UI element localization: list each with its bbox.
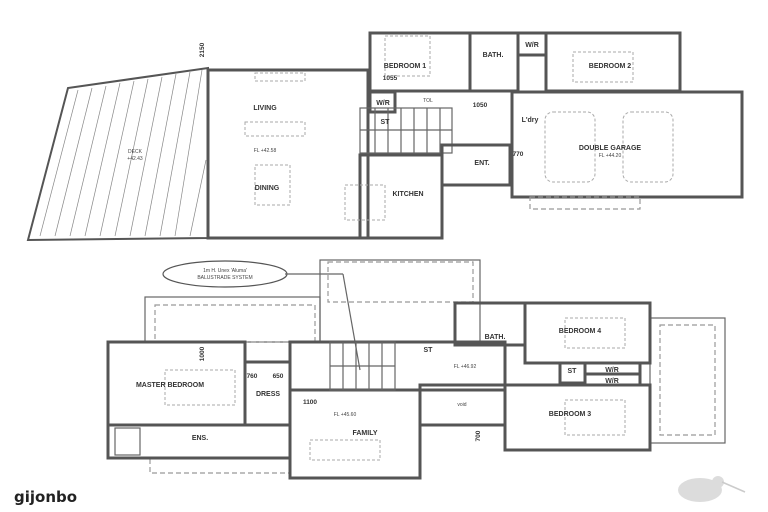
- store-1-label: ST: [424, 347, 434, 354]
- bedroom-2-label: BEDROOM 2: [589, 63, 632, 70]
- garage-label: DOUBLE GARAGE: [579, 145, 642, 152]
- wr-2-label: W/R: [605, 378, 619, 385]
- laundry-label: L'dry: [522, 117, 539, 124]
- dim-1000: 1000: [199, 346, 206, 361]
- dim-1100: 1100: [303, 399, 317, 406]
- master-bedroom-label: MASTER BEDROOM: [136, 382, 204, 389]
- dining-label: DINING: [255, 185, 280, 192]
- wr-label: W/R: [376, 100, 390, 107]
- toilet-label: TOL: [423, 98, 433, 104]
- entry: [440, 143, 512, 187]
- kitchen: [358, 153, 444, 240]
- family-label: FAMILY: [352, 430, 377, 437]
- bedroom-3: [503, 383, 652, 452]
- family-level: FL +45.60: [334, 412, 357, 418]
- void-label: void: [457, 402, 466, 408]
- living-level: FL +42.58: [254, 148, 277, 154]
- dim-2150: 2150: [199, 42, 206, 57]
- wr-1-label: W/R: [605, 367, 619, 374]
- bath-first-label: BATH.: [485, 334, 506, 341]
- stairs-first: [329, 341, 396, 391]
- living-label: LIVING: [253, 105, 277, 112]
- store-2-label: ST: [568, 368, 578, 375]
- bedroom-1: [368, 31, 472, 93]
- hallway: [288, 340, 507, 392]
- balcony-west: [144, 296, 321, 343]
- dress-label: DRESS: [256, 391, 280, 398]
- dim-1055: 1055: [383, 75, 398, 82]
- wr-ground: [368, 90, 397, 114]
- kiwi-bird-logo: [678, 476, 746, 502]
- watermark-brand: gijonbo: [14, 488, 78, 506]
- dim-700: 700: [475, 430, 482, 441]
- balustrade-note: 1m H. Unex 'Aluma' BALUSTRADE SYSTEM: [162, 260, 361, 371]
- ensuite-label: ENS.: [192, 435, 208, 442]
- note-line-1: 1m H. Unex 'Aluma': [203, 268, 247, 274]
- ground-floor-plan: DECK +42.43 LIVING FL +42.58 DINING BEDR…: [26, 31, 744, 242]
- wr-top-label: W/R: [525, 42, 539, 49]
- store-label: ST: [381, 119, 391, 126]
- garage-level: FL +44.20: [599, 153, 622, 159]
- dim-650: 650: [273, 373, 284, 380]
- deck-level: +42.43: [127, 156, 143, 162]
- bedroom-3-label: BEDROOM 3: [549, 411, 592, 418]
- dim-770: 770: [513, 151, 524, 158]
- balcony-east: [649, 317, 726, 444]
- note-line-2: BALUSTRADE SYSTEM: [197, 275, 252, 281]
- entry-label: ENT.: [474, 160, 489, 167]
- bedroom-1-label: BEDROOM 1: [384, 63, 427, 70]
- dim-1050: 1050: [473, 102, 488, 109]
- living-dining-room: [206, 68, 370, 240]
- kitchen-label: KITCHEN: [392, 191, 423, 198]
- bath-ground: [468, 31, 520, 93]
- bath-ground-label: BATH.: [483, 52, 504, 59]
- deck-hatching: [39, 69, 207, 237]
- bedroom-4-label: BEDROOM 4: [559, 328, 602, 335]
- first-floor-plan: 1m H. Unex 'Aluma' BALUSTRADE SYSTEM MAS…: [106, 259, 726, 480]
- deck-label: DECK: [128, 149, 143, 155]
- dim-760: 760: [247, 373, 258, 380]
- hall-level: FL +46.92: [454, 364, 477, 370]
- stairs-ground: [359, 107, 453, 154]
